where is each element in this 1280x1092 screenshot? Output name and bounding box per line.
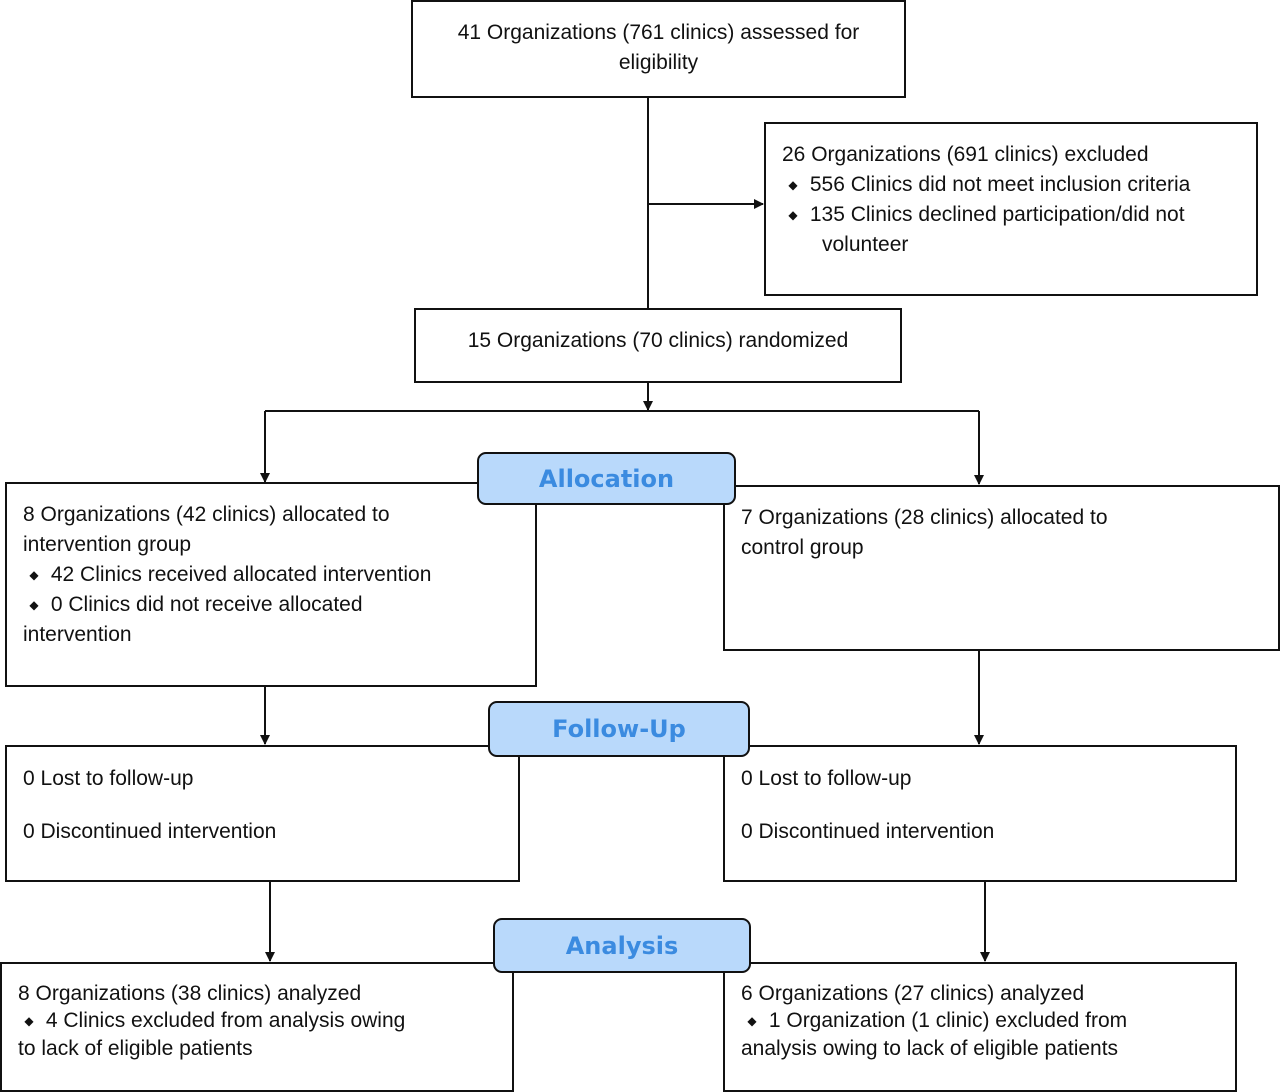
analysis-left-continuation: to lack of eligible patients — [18, 1037, 253, 1060]
excluded-bullet-text: 556 Clinics did not meet inclusion crite… — [809, 173, 1191, 196]
intervention-title-line-1: 8 Organizations (42 clinics) allocated t… — [23, 503, 390, 526]
followup-left-lost: 0 Lost to follow-up — [23, 767, 194, 790]
allocation-stage-label: Allocation — [477, 452, 736, 505]
excluded-bullet-item: ◆ 556 Clinics did not meet inclusion cri… — [782, 170, 1240, 200]
diamond-bullet-icon: ◆ — [788, 178, 798, 192]
eligibility-text-line-1: 41 Organizations (761 clinics) assessed … — [457, 21, 860, 44]
diamond-bullet-icon: ◆ — [24, 1014, 34, 1028]
randomized-text: 15 Organizations (70 clinics) randomized — [467, 329, 849, 352]
excluded-bullet-item: ◆ 135 Clinics declined participation/did… — [782, 200, 1240, 230]
diamond-bullet-icon: ◆ — [29, 598, 39, 612]
analysis-left-bullet-item: ◆ 4 Clinics excluded from analysis owing — [18, 1007, 496, 1035]
eligibility-text-line-2: eligibility — [618, 51, 699, 74]
followup-left-box: 0 Lost to follow-up 0 Discontinued inter… — [5, 745, 520, 882]
followup-right-discontinued: 0 Discontinued intervention — [741, 820, 995, 843]
diamond-bullet-icon: ◆ — [747, 1014, 757, 1028]
analysis-right-box: 6 Organizations (27 clinics) analyzed ◆ … — [723, 962, 1237, 1092]
intervention-bullet-text: 42 Clinics received allocated interventi… — [50, 563, 432, 586]
intervention-bullet-item: ◆ 42 Clinics received allocated interven… — [23, 560, 519, 590]
analysis-stage-label: Analysis — [493, 918, 751, 973]
analysis-left-title: 8 Organizations (38 clinics) analyzed — [18, 982, 362, 1005]
control-box: 7 Organizations (28 clinics) allocated t… — [723, 485, 1280, 651]
analysis-right-title: 6 Organizations (27 clinics) analyzed — [741, 982, 1085, 1005]
intervention-bullet-item: ◆ 0 Clinics did not receive allocated — [23, 590, 519, 620]
followup-left-discontinued: 0 Discontinued intervention — [23, 820, 277, 843]
randomized-box: 15 Organizations (70 clinics) randomized — [414, 308, 902, 383]
diamond-bullet-icon: ◆ — [29, 568, 39, 582]
control-title-line-1: 7 Organizations (28 clinics) allocated t… — [741, 506, 1108, 529]
intervention-bullet-text: 0 Clinics did not receive allocated — [50, 593, 363, 616]
excluded-bullet-text: 135 Clinics declined participation/did n… — [809, 203, 1185, 226]
followup-right-box: 0 Lost to follow-up 0 Discontinued inter… — [723, 745, 1237, 882]
followup-right-lost: 0 Lost to follow-up — [741, 767, 912, 790]
control-title-line-2: control group — [741, 536, 864, 559]
excluded-box: 26 Organizations (691 clinics) excluded … — [764, 122, 1258, 296]
analysis-right-bullet-item: ◆ 1 Organization (1 clinic) excluded fro… — [741, 1007, 1219, 1035]
intervention-continuation: intervention — [23, 623, 132, 646]
analysis-left-box: 8 Organizations (38 clinics) analyzed ◆ … — [0, 962, 514, 1092]
eligibility-box: 41 Organizations (761 clinics) assessed … — [411, 0, 906, 98]
excluded-continuation: volunteer — [822, 233, 909, 256]
excluded-title: 26 Organizations (691 clinics) excluded — [782, 143, 1149, 166]
intervention-box: 8 Organizations (42 clinics) allocated t… — [5, 482, 537, 687]
analysis-left-bullet-text: 4 Clinics excluded from analysis owing — [45, 1009, 406, 1032]
followup-stage-label: Follow-Up — [488, 701, 750, 757]
intervention-title-line-2: intervention group — [23, 533, 192, 556]
diamond-bullet-icon: ◆ — [788, 208, 798, 222]
analysis-right-bullet-text: 1 Organization (1 clinic) excluded from — [768, 1009, 1128, 1032]
analysis-right-continuation: analysis owing to lack of eligible patie… — [741, 1037, 1119, 1060]
